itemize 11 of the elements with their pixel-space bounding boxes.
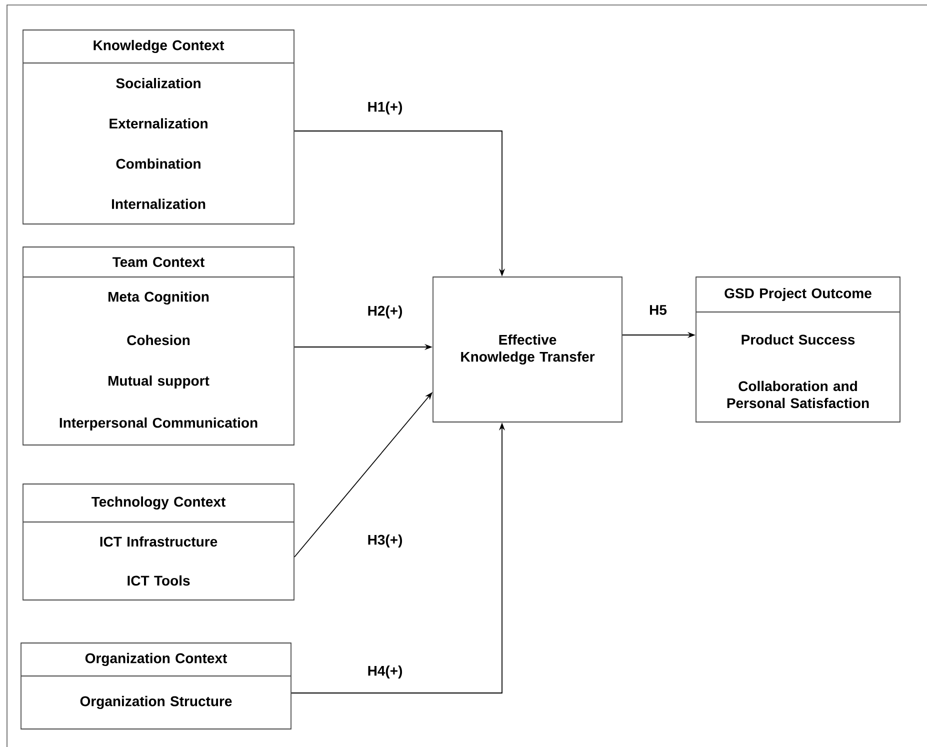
concept-box: GSD Project Outcome Product Success Collaboration and Personal Satisfaction	[696, 276, 900, 422]
concept-box: Technology Context ICT Infrastructure ICT Tools	[22, 484, 294, 600]
edge-label: H4(+)	[366, 664, 404, 680]
edge-label: H3(+)	[366, 533, 404, 549]
edge-label: H5	[648, 304, 668, 316]
edge-label: H1(+)	[366, 100, 404, 116]
concept-box: Team Context Meta Cognition Cohesion Mutual support Interpersonal Communication	[22, 246, 294, 446]
edge-label: H2(+)	[366, 304, 404, 320]
concept-box: Effective Knowledge Transfer	[432, 276, 622, 422]
concept-box: Knowledge Context Socialization Externalization Combination Internalization	[22, 30, 294, 224]
concept-box: Organization Context Organization Structure	[20, 642, 292, 730]
